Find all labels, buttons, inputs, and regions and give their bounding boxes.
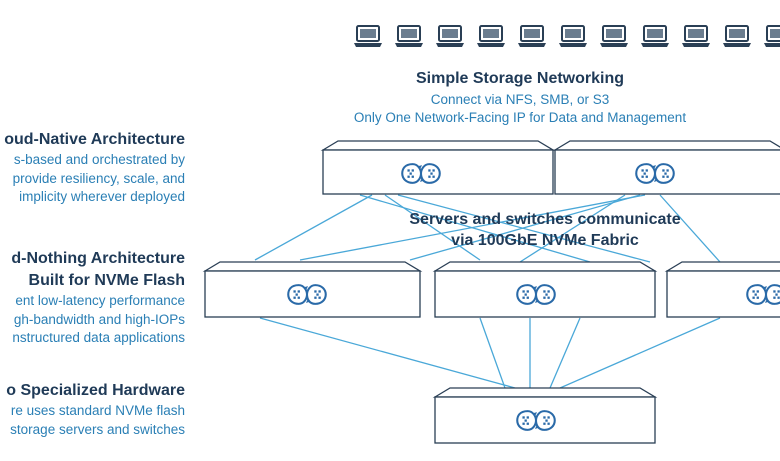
- laptop-icon: [599, 25, 629, 48]
- fabric-title: Servers and switches communicate via 100…: [370, 209, 720, 251]
- server-node: [432, 261, 658, 318]
- laptop-icon: [353, 25, 383, 48]
- feature-shared-nothing: d-Nothing Architecture Built for NVMe Fl…: [11, 248, 185, 348]
- server-node: [552, 140, 780, 195]
- feature-desc-line: gh-bandwidth and high-IOPs: [13, 311, 185, 327]
- server-node: [320, 140, 556, 195]
- laptop-icon: [394, 25, 424, 48]
- feature-desc-line: nstructured data applications: [12, 330, 185, 345]
- feature-title: oud-Native Architecture: [4, 131, 185, 148]
- feature-desc-line: implicity wherever deployed: [19, 189, 185, 204]
- feature-desc-line: storage servers and switches: [10, 421, 185, 437]
- feature-desc-line: ent low-latency performance: [15, 293, 185, 308]
- client-row: [353, 25, 780, 48]
- feature-desc-line: s-based and orchestrated by: [13, 152, 185, 167]
- feature-title: o Specialized Hardware: [6, 382, 185, 399]
- laptop-icon: [435, 25, 465, 48]
- feature-cloud-native: oud-Native Architecture s-based and orch…: [4, 129, 185, 207]
- laptop-icon: [558, 25, 588, 48]
- laptop-icon: [517, 25, 547, 48]
- fabric-title-line: Servers and switches communicate: [409, 211, 681, 228]
- feature-title: d-Nothing Architecture: [11, 250, 185, 267]
- network-title: Simple Storage Networking: [415, 70, 625, 87]
- fabric-title-line: via 100GbE NVMe Fabric: [451, 232, 639, 249]
- laptop-icon: [722, 25, 752, 48]
- laptop-icon: [476, 25, 506, 48]
- fabric-connections: [254, 194, 721, 389]
- feature-no-specialized-hardware: o Specialized Hardware re uses standard …: [6, 380, 185, 439]
- server-node: [202, 261, 423, 318]
- server-node: [432, 387, 658, 444]
- feature-desc-line: provide resiliency, scale, and: [12, 170, 185, 186]
- network-protocols: Connect via NFS, SMB, or S3: [430, 92, 610, 107]
- feature-title: Built for NVMe Flash: [28, 272, 185, 289]
- laptop-icon: [763, 25, 780, 48]
- laptop-icon: [640, 25, 670, 48]
- feature-desc-line: re uses standard NVMe flash: [10, 403, 185, 418]
- network-ip-note: Only One Network-Facing IP for Data and …: [353, 110, 687, 125]
- server-node: [664, 261, 780, 318]
- laptop-icon: [681, 25, 711, 48]
